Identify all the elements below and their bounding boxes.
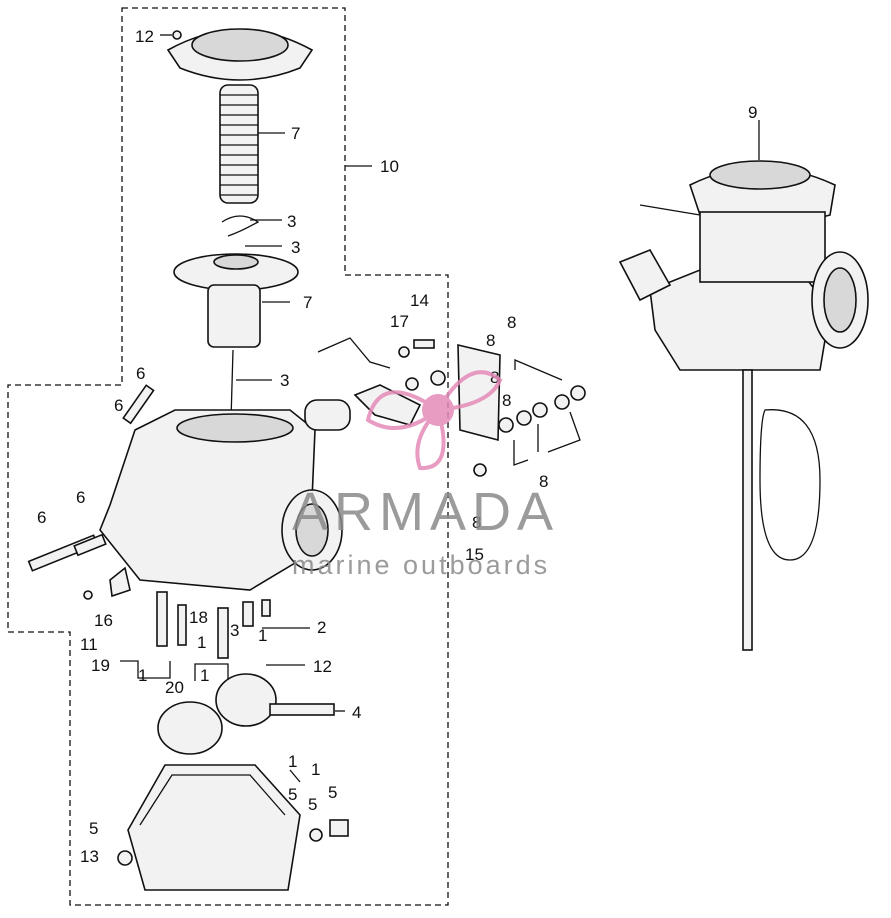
washer-17 [398,346,410,358]
watermark-brand: ARMADA [292,482,559,542]
bracket-8-lines [513,359,581,466]
callout-3-clip: 3 [287,212,296,231]
screw-6-upper [122,384,155,425]
drain-screw-5 [329,819,349,837]
callout-3-lower: 3 [230,621,239,640]
callout-4: 4 [352,703,361,722]
carburetor-body [99,409,343,591]
diaphragm [173,253,299,291]
screw-13 [117,850,133,866]
callout-3-retainer: 3 [291,238,300,257]
callout-6-b: 6 [114,396,123,415]
callout-1-d: 1 [200,666,209,685]
float-bowl [127,764,301,891]
link-arm [317,337,391,369]
callout-8-e: 8 [472,513,481,532]
needle-clip [221,215,260,237]
callout-1-b: 1 [258,626,267,645]
propeller-logo-icon [365,370,503,471]
piston [207,284,261,348]
top-cap [166,28,314,81]
assembled-carburetor [618,160,869,651]
o-ring-5 [309,828,323,842]
callout-19: 19 [91,656,110,675]
callout-5-a: 5 [288,785,297,804]
watermark: ARMADA marine outboards [292,370,559,580]
kit-boundary [7,7,449,906]
throttle-lever [353,384,422,426]
callout-3-needle: 3 [280,371,289,390]
screw-6-mid [73,533,107,557]
callout-1-e: 1 [288,752,297,771]
callout-10-kit: 10 [380,157,399,176]
callout-7-piston: 7 [303,293,312,312]
callout-12-top: 12 [135,27,154,46]
nut-a [430,370,446,386]
callout-11: 11 [80,635,98,654]
washer-a [405,377,419,391]
callout-1-a: 1 [197,633,206,652]
screw-12-top [172,30,182,40]
callout-17: 17 [390,312,409,331]
callout-1-c: 1 [138,666,147,685]
jet-needle [230,349,234,421]
throttle-spring [304,399,351,431]
callout-2: 2 [317,618,326,637]
callout-6-c: 6 [76,488,85,507]
callout-1-f: 1 [311,760,320,779]
spring [219,84,259,204]
callout-8-d: 8 [539,472,548,491]
callout-6-a: 6 [136,364,145,383]
callout-8-a: 8 [486,331,495,350]
callout-8-c: 8 [502,391,511,410]
callout-16: 16 [94,611,113,630]
callout-9: 9 [748,103,757,122]
callout-18: 18 [189,608,208,627]
callout-5-d: 5 [89,819,98,838]
callout-7-spring: 7 [291,124,300,143]
watermark-tagline: marine outboards [292,550,550,580]
jets [83,566,271,659]
callout-6-d: 6 [37,508,46,527]
callout-8-top: 8 [507,313,516,332]
callout-5-b: 5 [328,783,337,802]
bracket-8 [457,343,586,477]
callout-15: 15 [465,545,484,564]
callout-13: 13 [80,847,99,866]
screw-14 [413,339,435,349]
callout-5-c: 5 [308,795,317,814]
float [157,673,335,755]
callout-20: 20 [165,678,184,697]
callout-12-lower: 12 [313,657,332,676]
leader-lines [120,34,760,783]
callout-14: 14 [410,291,429,310]
